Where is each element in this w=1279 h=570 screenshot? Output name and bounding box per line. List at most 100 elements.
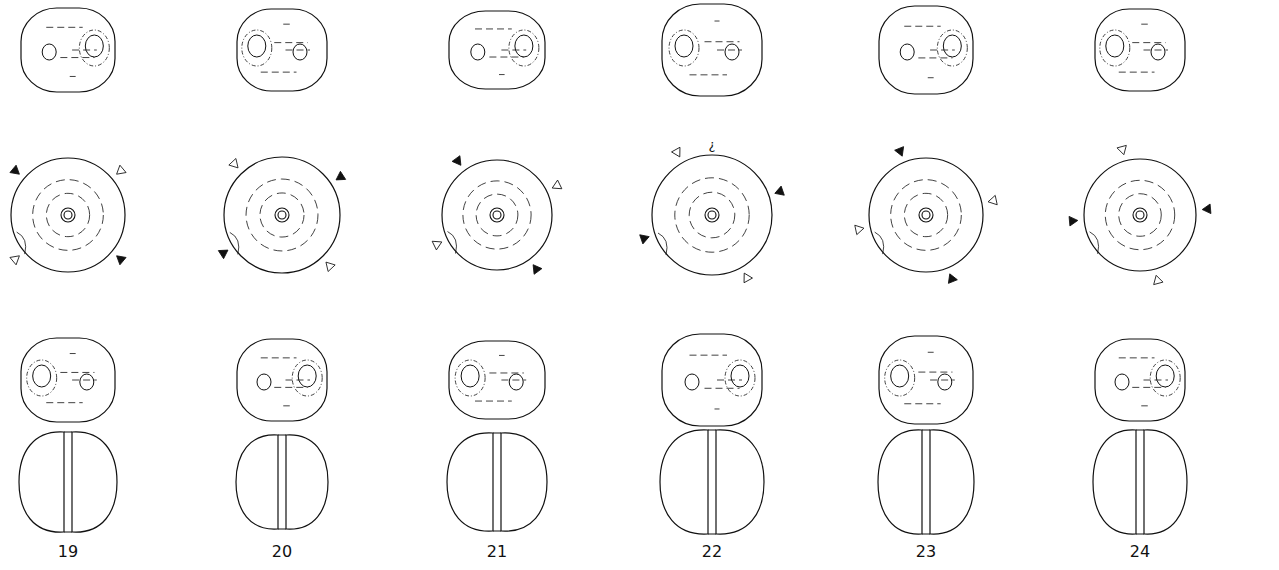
surface-line bbox=[475, 28, 512, 29]
pit-mark bbox=[85, 35, 103, 57]
ring-line bbox=[33, 180, 104, 251]
surface-line bbox=[904, 403, 940, 404]
surface-line bbox=[274, 387, 308, 388]
flake-scar bbox=[448, 232, 457, 254]
surface-line bbox=[690, 355, 728, 356]
surface-line bbox=[928, 352, 934, 353]
surface-line bbox=[501, 50, 526, 51]
orientation-triangle bbox=[10, 165, 23, 178]
perforation bbox=[1133, 208, 1147, 222]
perforation-edge bbox=[64, 432, 72, 433]
pit-mark bbox=[938, 374, 952, 390]
bead-figure bbox=[1069, 9, 1211, 534]
perforation-edge bbox=[1136, 430, 1144, 431]
surface-line bbox=[274, 42, 308, 43]
pit-mark bbox=[900, 44, 914, 60]
bead-side-outline bbox=[1095, 9, 1185, 91]
flake-scar bbox=[27, 360, 57, 396]
surface-line bbox=[489, 372, 523, 373]
flake-scar bbox=[937, 30, 967, 66]
surface-line bbox=[261, 357, 297, 358]
bead-side-outline bbox=[879, 336, 973, 424]
perforation bbox=[922, 211, 930, 219]
perforation-edge bbox=[922, 534, 930, 535]
flake-scar bbox=[17, 232, 26, 254]
pit-mark bbox=[293, 44, 307, 60]
surface-line bbox=[928, 77, 934, 78]
bead-top-outline bbox=[224, 157, 340, 273]
orientation-triangle bbox=[740, 271, 752, 283]
surface-line bbox=[918, 372, 952, 373]
figure-number: 22 bbox=[702, 544, 722, 560]
surface-line bbox=[46, 402, 82, 403]
surface-line bbox=[283, 24, 290, 25]
bead-figure bbox=[218, 9, 345, 529]
surface-line bbox=[1141, 405, 1148, 406]
surface-line bbox=[690, 74, 728, 75]
ring-line bbox=[260, 193, 304, 237]
perforation-edge bbox=[1136, 534, 1144, 535]
ring-line bbox=[904, 193, 947, 236]
ring-line bbox=[476, 194, 518, 236]
flake-scar bbox=[1100, 30, 1130, 66]
bead-top-outline bbox=[11, 158, 125, 272]
section-half bbox=[501, 433, 547, 531]
flake-scar bbox=[79, 30, 109, 66]
orientation-triangle bbox=[855, 223, 865, 234]
ring-line bbox=[1105, 180, 1174, 249]
ring-line bbox=[689, 192, 735, 238]
bead-side-outline bbox=[1095, 339, 1185, 421]
flake-scar bbox=[875, 232, 884, 254]
perforation bbox=[705, 208, 719, 222]
bead-top-outline bbox=[869, 158, 983, 272]
perforation-edge bbox=[708, 534, 716, 535]
section-half bbox=[660, 430, 708, 534]
orientation-triangle bbox=[333, 171, 345, 184]
pit-mark bbox=[685, 374, 699, 390]
orientation-triangle bbox=[432, 238, 444, 250]
flake-scar bbox=[242, 30, 272, 66]
bead-side-outline bbox=[879, 6, 973, 94]
figure-number: 24 bbox=[1130, 544, 1150, 560]
pit-mark bbox=[248, 35, 266, 57]
surface-line bbox=[717, 380, 742, 381]
bead-figure bbox=[10, 8, 126, 532]
surface-line bbox=[283, 405, 290, 406]
pit-mark bbox=[943, 35, 961, 57]
section-half bbox=[1093, 430, 1136, 534]
orientation-triangle bbox=[987, 195, 997, 206]
bead-side-outline bbox=[662, 334, 762, 426]
bead-side-outline bbox=[237, 339, 327, 421]
orientation-triangle bbox=[945, 272, 957, 283]
surface-line bbox=[286, 380, 311, 381]
pit-mark bbox=[471, 44, 485, 60]
surface-line bbox=[705, 388, 740, 389]
perforation-edge bbox=[493, 531, 501, 532]
surface-line bbox=[1119, 357, 1155, 358]
surface-line bbox=[489, 57, 523, 58]
surface-line bbox=[72, 50, 97, 51]
pit-mark bbox=[33, 365, 51, 387]
orientation-triangle bbox=[1152, 274, 1163, 285]
surface-line bbox=[1132, 42, 1166, 43]
section-half bbox=[930, 430, 974, 534]
flake-scar bbox=[1150, 360, 1180, 396]
uncertain-mark: ¿ bbox=[709, 138, 716, 151]
orientation-triangle bbox=[529, 262, 542, 274]
surface-line bbox=[1141, 24, 1148, 25]
section-half bbox=[878, 430, 922, 534]
bead-figure bbox=[640, 4, 785, 534]
orientation-triangle bbox=[10, 252, 23, 265]
flake-scar bbox=[1090, 232, 1099, 254]
orientation-triangle bbox=[640, 232, 651, 244]
orientation-triangle bbox=[1069, 216, 1078, 226]
flake-scar bbox=[509, 30, 539, 66]
bead-side-outline bbox=[21, 338, 115, 422]
orientation-triangle bbox=[1202, 204, 1211, 214]
pit-mark bbox=[1115, 374, 1129, 390]
section-half bbox=[716, 430, 764, 534]
perforation-edge bbox=[278, 435, 286, 436]
bead-top-outline bbox=[652, 155, 772, 275]
